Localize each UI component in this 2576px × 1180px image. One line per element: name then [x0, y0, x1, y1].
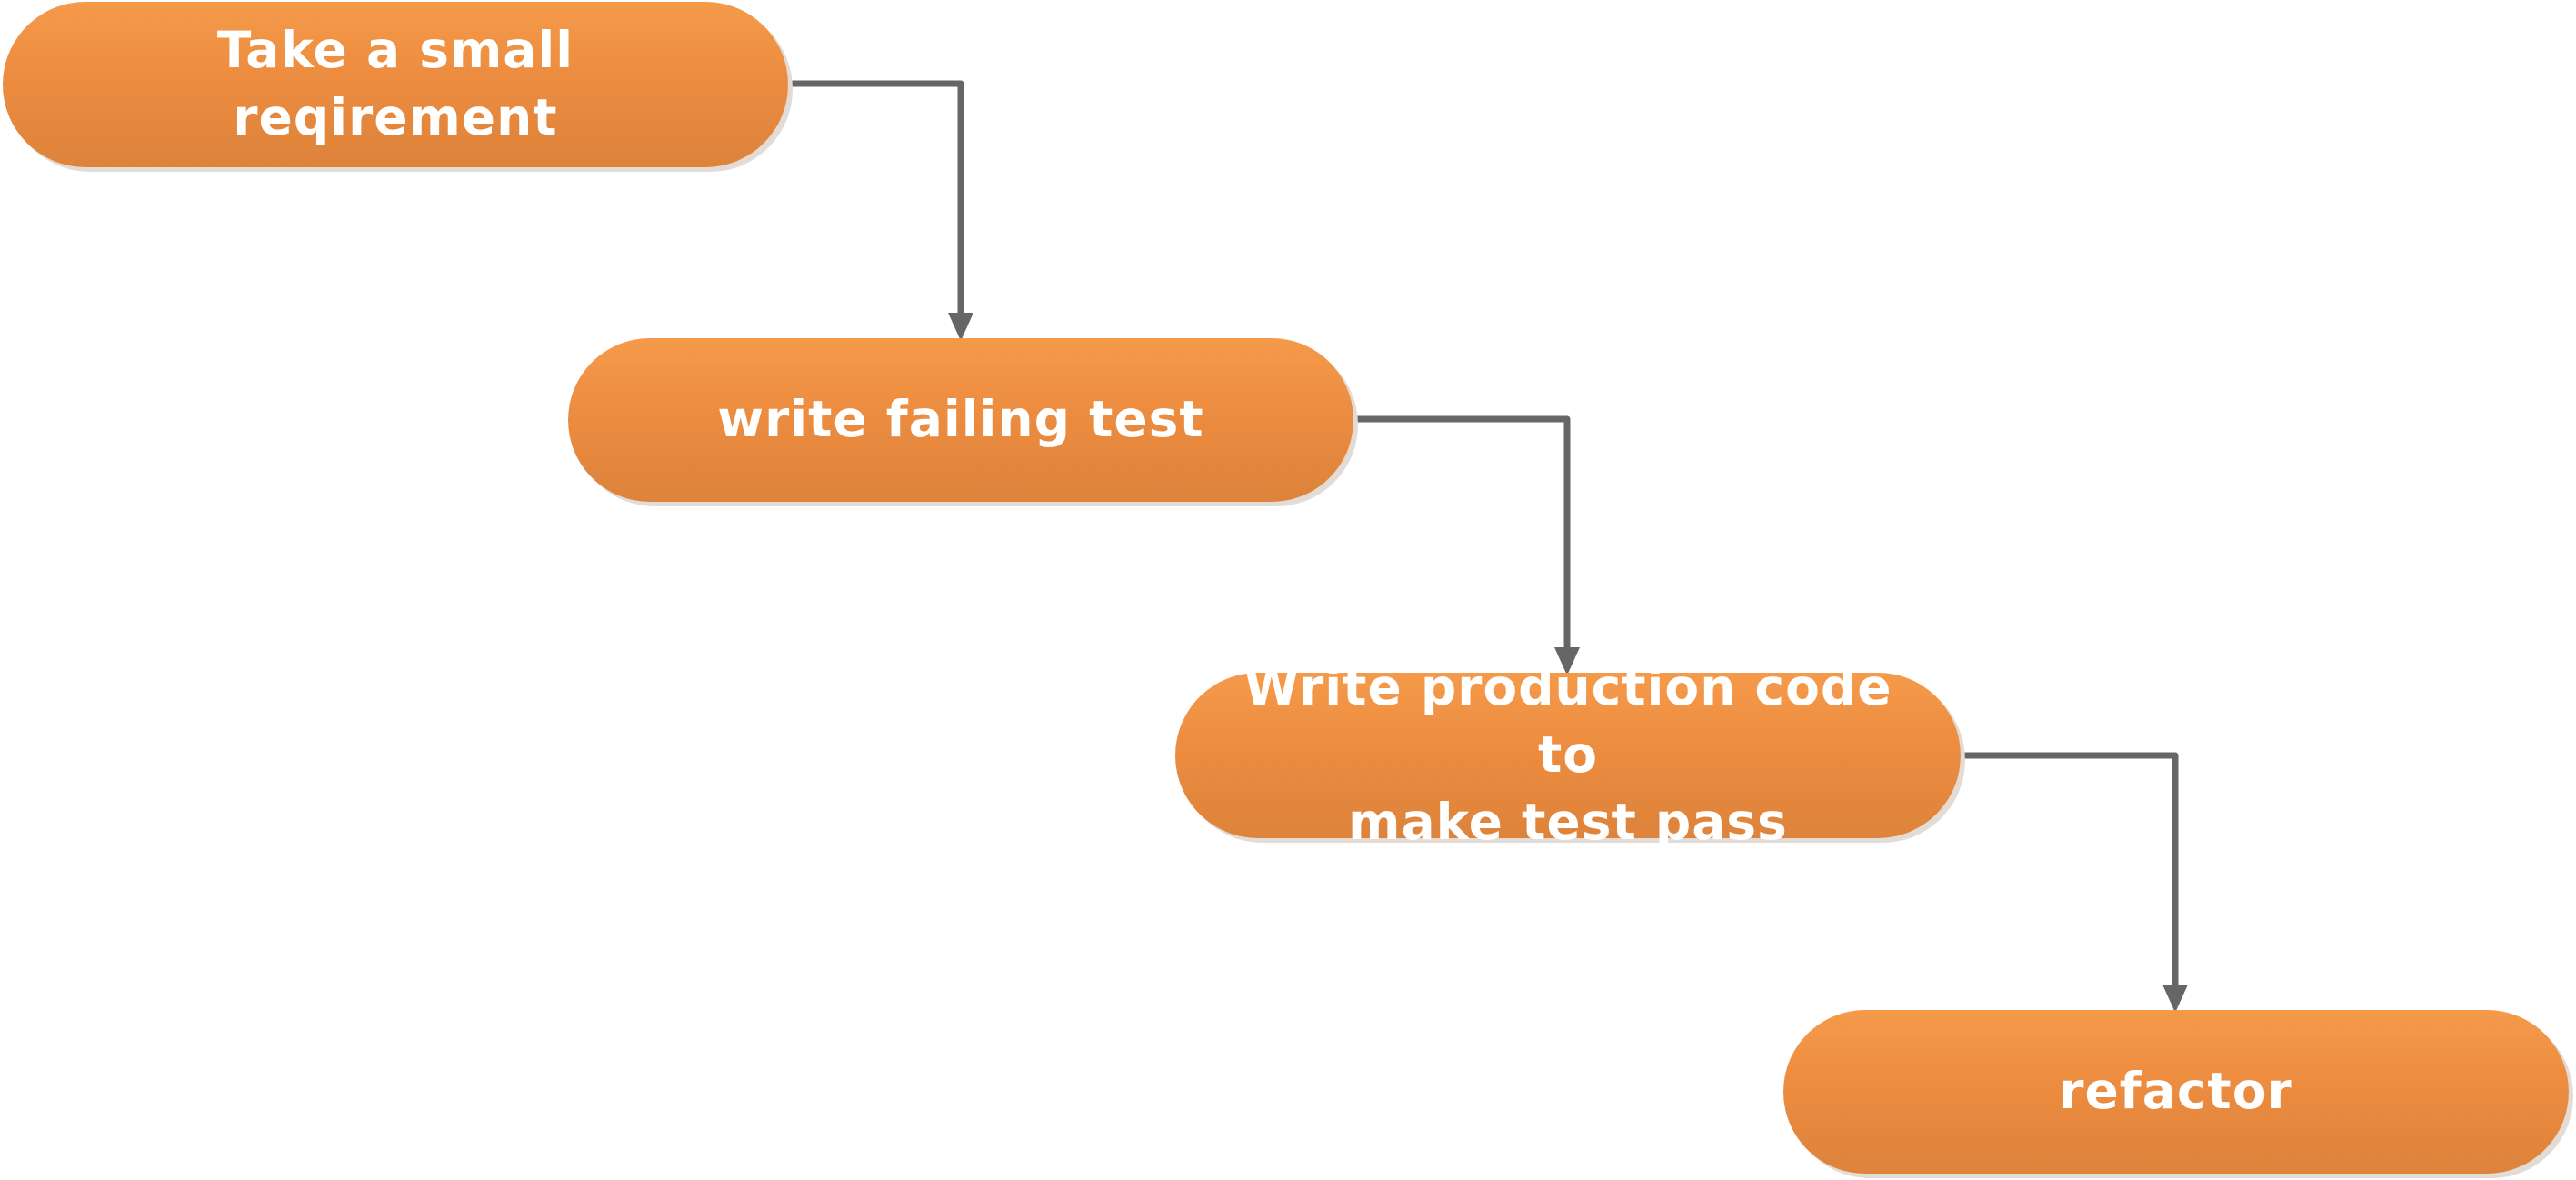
arrowhead-1 — [948, 313, 973, 341]
arrowhead-3 — [2162, 985, 2188, 1013]
step-label: Take a small reqirement — [216, 21, 574, 146]
step-refactor: refactor — [1783, 1010, 2569, 1174]
step-label: Write production code to make test pass — [1243, 658, 1892, 851]
step-write-failing-test: write failing test — [568, 338, 1353, 502]
step-write-production-code: Write production code to make test pass — [1175, 658, 1961, 851]
connector-3-to-4 — [1961, 752, 2179, 995]
step-label: refactor — [2059, 1062, 2293, 1121]
step-label: write failing test — [717, 390, 1204, 449]
connector-2-to-3 — [1353, 415, 1571, 657]
step-take-requirement: Take a small reqirement — [3, 2, 788, 167]
connector-1-to-2 — [788, 80, 964, 323]
arrowhead-2 — [1554, 647, 1580, 675]
